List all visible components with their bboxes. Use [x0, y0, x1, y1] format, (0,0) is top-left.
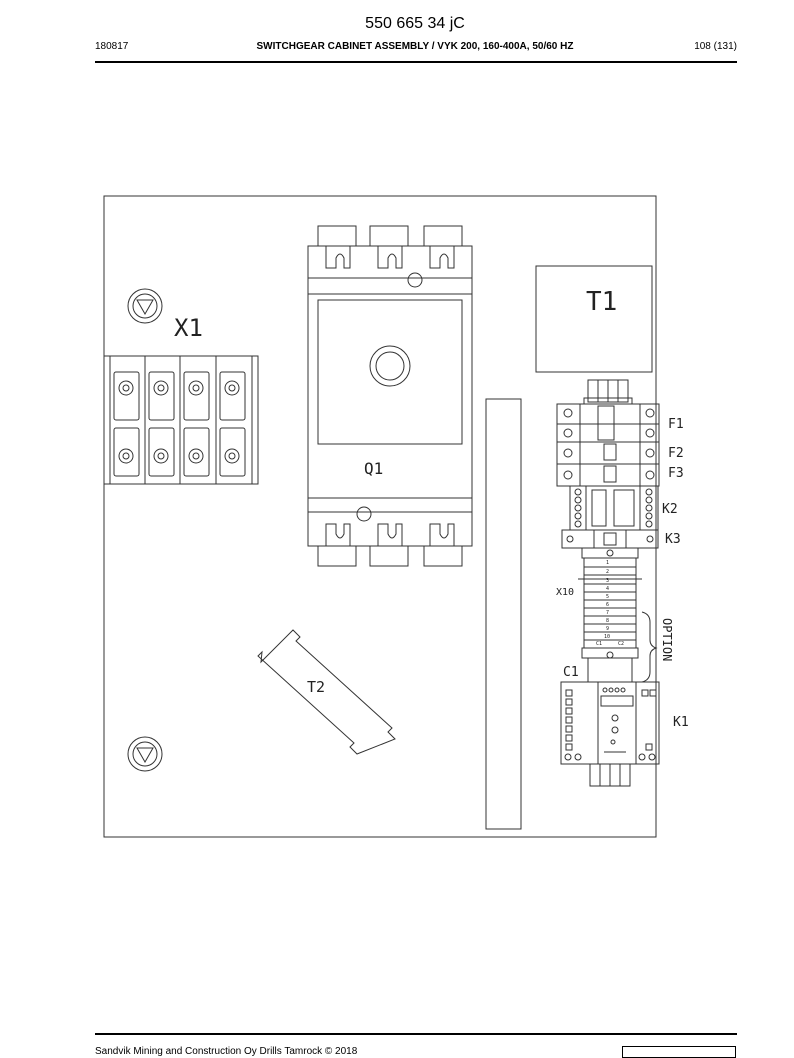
- x10-terminal-number: 5: [606, 594, 609, 600]
- sandvik-logo: [622, 1046, 736, 1058]
- t1-transformer: [535, 265, 653, 373]
- option-label: OPTION: [660, 618, 674, 661]
- mounting-hole-top: [127, 288, 163, 324]
- q1-main-switch: [307, 225, 473, 567]
- x10-terminal-number: 9: [606, 626, 609, 632]
- x10-terminal-number: 7: [606, 610, 609, 616]
- x1-label: X1: [174, 314, 203, 342]
- x10-terminal-number: 6: [606, 602, 609, 608]
- x10-terminal-number: 2: [606, 569, 609, 575]
- footer-rule: [95, 1033, 737, 1035]
- f3-label: F3: [668, 466, 684, 481]
- x10-terminal-number: 4: [606, 586, 609, 592]
- c1-label: C1: [563, 665, 579, 680]
- page-number: 108 (131): [694, 41, 737, 52]
- header-rule: [95, 61, 737, 63]
- mounting-plate: [103, 195, 657, 838]
- t1-label: T1: [586, 287, 617, 317]
- k3-label: K3: [665, 532, 681, 547]
- t2-component: [257, 629, 396, 755]
- fuse-block: [556, 403, 660, 487]
- k2-label: K2: [662, 502, 678, 517]
- document-number: 550 665 34 jC: [365, 15, 465, 32]
- x10-terminal-number: 10: [604, 634, 610, 640]
- q1-label: Q1: [364, 459, 383, 478]
- x10-label: X10: [556, 587, 574, 598]
- c1-block: [587, 657, 633, 683]
- k3-relay: [561, 529, 659, 549]
- date-code: 180817: [95, 41, 129, 52]
- k2-contactor: [569, 485, 659, 531]
- k1-module: [560, 681, 660, 787]
- c-terminal-label: C2: [618, 641, 624, 647]
- x1-terminal-block: [103, 355, 259, 485]
- mounting-hole-bottom: [127, 736, 163, 772]
- page-title: SWITCHGEAR CABINET ASSEMBLY / VYK 200, 1…: [256, 41, 574, 52]
- footer-copyright: Sandvik Mining and Construction Oy Drill…: [95, 1046, 358, 1057]
- t2-label: T2: [307, 678, 325, 696]
- f1-label: F1: [668, 417, 684, 432]
- rail-connector-top: [583, 379, 633, 405]
- k1-label: K1: [673, 715, 689, 730]
- x10-terminal-number: 1: [606, 560, 609, 566]
- x10-terminal-strip: [578, 547, 658, 683]
- x10-terminal-number: 3: [606, 578, 609, 584]
- c-terminal-label: C1: [596, 641, 602, 647]
- cable-duct: [485, 398, 522, 830]
- x10-terminal-number: 8: [606, 618, 609, 624]
- f2-label: F2: [668, 446, 684, 461]
